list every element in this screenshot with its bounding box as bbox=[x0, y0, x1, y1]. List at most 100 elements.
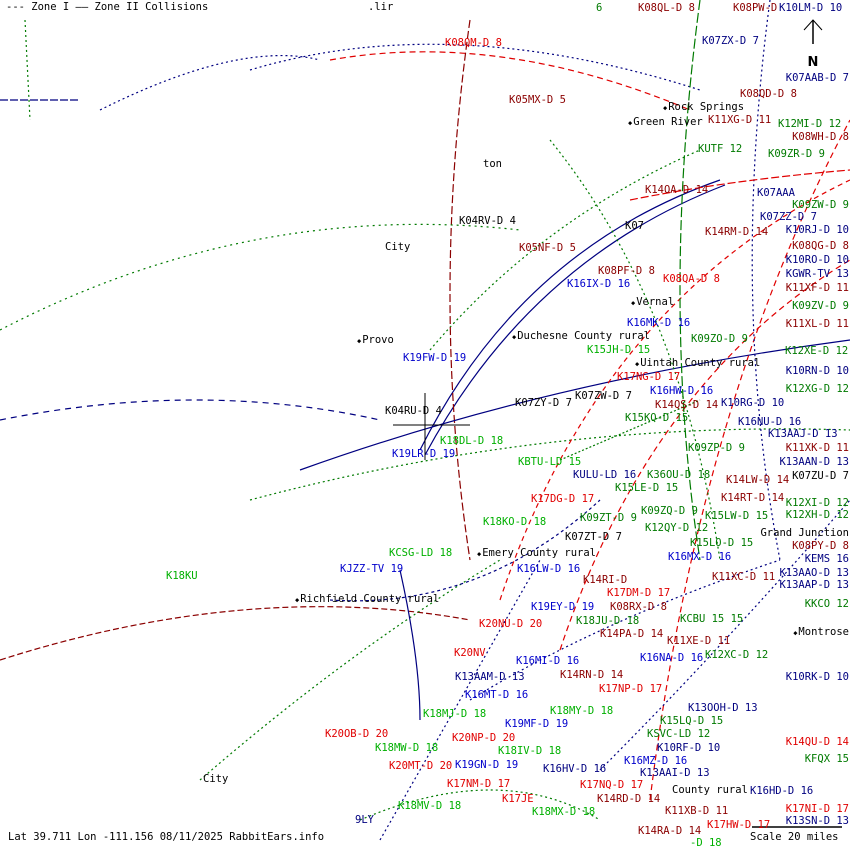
station-label[interactable]: K19MF-D 19 bbox=[505, 718, 569, 730]
station-label[interactable]: K16HV-D 16 bbox=[543, 763, 607, 775]
station-label[interactable]: K14RN-D 14 bbox=[560, 669, 624, 681]
station-label[interactable]: K14RA-D 14 bbox=[638, 825, 702, 837]
station-label[interactable]: K13AAI-D 13 bbox=[640, 767, 710, 779]
station-label[interactable]: K15LQ-D 15 bbox=[660, 715, 724, 727]
station-label[interactable]: K05NF-D 5 bbox=[519, 242, 576, 254]
station-label[interactable]: K36OU-D 18 bbox=[647, 469, 711, 481]
station-label[interactable]: K10LM-D 10 bbox=[779, 2, 843, 14]
station-label[interactable]: K13SN-D 13 bbox=[785, 815, 849, 827]
station-label[interactable]: K08PW-D bbox=[733, 2, 778, 14]
station-label[interactable]: K08WH-D 8 bbox=[792, 131, 849, 143]
station-label[interactable]: K10RF-D 10 bbox=[657, 742, 721, 754]
station-label[interactable]: KULU-LD 16 bbox=[573, 469, 637, 481]
station-label[interactable]: K19LR-D 19 bbox=[392, 448, 456, 460]
station-label[interactable]: KBTU-LD 15 bbox=[518, 456, 582, 468]
station-label[interactable]: K18KU bbox=[166, 570, 198, 582]
station-label[interactable]: K07ZY-D 7 bbox=[515, 397, 572, 409]
station-label[interactable]: K04RU-D 4 bbox=[385, 405, 442, 417]
station-label[interactable]: K17DG-D 17 bbox=[531, 493, 595, 505]
station-label[interactable]: K15LE-D 15 bbox=[615, 482, 679, 494]
station-label[interactable]: K16MK-D 16 bbox=[627, 317, 691, 329]
station-label[interactable]: K19EY-D 19 bbox=[531, 601, 595, 613]
station-label[interactable]: K16NA-D 16 bbox=[640, 652, 704, 664]
station-label[interactable]: K18MY-D 18 bbox=[550, 705, 614, 717]
station-label[interactable]: K16MZ-D 16 bbox=[624, 755, 688, 767]
station-label[interactable]: K16HD-D 16 bbox=[750, 785, 814, 797]
station-label[interactable]: K04RV-D 4 bbox=[459, 215, 516, 227]
station-label[interactable]: K18DL-D 18 bbox=[440, 435, 504, 447]
station-label[interactable]: K08QG-D 8 bbox=[792, 240, 849, 252]
station-label[interactable]: KCBU 15 15 bbox=[680, 613, 744, 625]
station-label[interactable]: K16MX-D 16 bbox=[668, 551, 732, 563]
station-label[interactable]: K14PA-D 14 bbox=[600, 628, 664, 640]
station-label[interactable]: K20OB-D 20 bbox=[325, 728, 389, 740]
station-label[interactable]: K17NM-D 17 bbox=[447, 778, 511, 790]
station-label[interactable]: K17JE bbox=[502, 793, 534, 805]
station-label[interactable]: K17NG-D 17 bbox=[617, 371, 681, 383]
station-label[interactable]: K15JH-D 15 bbox=[587, 344, 651, 356]
station-label[interactable]: K11XL-D 11 bbox=[785, 318, 849, 330]
station-label[interactable]: K09ZP-D 9 bbox=[688, 442, 745, 454]
station-label[interactable]: KKCO 12 bbox=[804, 598, 849, 610]
station-label[interactable]: K09ZQ-D 9 bbox=[641, 505, 698, 517]
station-label[interactable]: K18JU-D 18 bbox=[576, 615, 640, 627]
station-label[interactable]: K08RX-D 8 bbox=[610, 601, 667, 613]
station-label[interactable]: K14OA-D 14 bbox=[645, 184, 709, 196]
station-label[interactable]: K15LW-D 15 bbox=[705, 510, 769, 522]
station-label[interactable]: K18MJ-D 18 bbox=[423, 708, 487, 720]
station-label[interactable]: K10RN-D 10 bbox=[785, 365, 849, 377]
station-label[interactable]: K14RD-D 14 bbox=[597, 793, 661, 805]
station-label[interactable]: K12QY-D 12 bbox=[645, 522, 709, 534]
station-label[interactable]: K16HW-D 16 bbox=[650, 385, 714, 397]
station-label[interactable]: K07ZZ-D 7 bbox=[760, 211, 817, 223]
station-label[interactable]: KEMS 16 bbox=[804, 553, 849, 565]
station-label[interactable]: K15KQ-D 15 bbox=[625, 412, 689, 424]
station-label[interactable]: K10RK-D 10 bbox=[785, 671, 849, 683]
station-label[interactable]: K11XF-D 11 bbox=[785, 282, 849, 294]
station-label[interactable]: K16IX-D 16 bbox=[567, 278, 631, 290]
station-label[interactable]: 6 bbox=[596, 2, 603, 14]
station-label[interactable]: K08QD-D 8 bbox=[740, 88, 797, 100]
station-label[interactable]: K11XC-D 11 bbox=[712, 571, 776, 583]
station-label[interactable]: K14RT-D 14 bbox=[721, 492, 785, 504]
station-label[interactable]: 9LY bbox=[355, 814, 374, 826]
station-label[interactable]: KSVC-LD 12 bbox=[647, 728, 711, 740]
station-label[interactable]: K10RO-D 10 bbox=[785, 254, 849, 266]
station-label[interactable]: K20MT-D 20 bbox=[389, 760, 453, 772]
station-label[interactable]: K13AAJ-D 13 bbox=[768, 428, 838, 440]
station-label[interactable]: K07AAB-D 7 bbox=[785, 72, 849, 84]
station-label[interactable]: K19GN-D 19 bbox=[455, 759, 519, 771]
station-label[interactable]: K11XG-D 11 bbox=[708, 114, 772, 126]
station-label[interactable]: -D 18 bbox=[690, 837, 722, 849]
station-label[interactable]: K13AAP-D 13 bbox=[779, 579, 849, 591]
station-label[interactable]: K09ZW-D 9 bbox=[792, 199, 849, 211]
station-label[interactable]: K11XB-D 11 bbox=[665, 805, 729, 817]
station-label[interactable]: KFQX 15 bbox=[804, 753, 849, 765]
station-label[interactable]: K12XI-D 12 bbox=[785, 497, 849, 509]
station-label[interactable]: K07ZT-D 7 bbox=[565, 531, 622, 543]
station-label[interactable]: K13AAN-D 13 bbox=[779, 456, 849, 468]
station-label[interactable]: K16LW-D 16 bbox=[517, 563, 581, 575]
station-label[interactable]: K18MX-D 18 bbox=[532, 806, 596, 818]
station-label[interactable]: K17NP-D 17 bbox=[599, 683, 663, 695]
station-label[interactable]: KJZZ-TV 19 bbox=[340, 563, 404, 575]
station-label[interactable]: K12MI-D 12 bbox=[778, 118, 842, 130]
station-label[interactable]: K16MT-D 16 bbox=[465, 689, 529, 701]
station-label[interactable]: K07 bbox=[625, 220, 644, 232]
station-label[interactable]: K14RI-D bbox=[583, 574, 628, 586]
station-label[interactable]: K17NI-D 17 bbox=[785, 803, 849, 815]
station-label[interactable]: K09ZR-D 9 bbox=[768, 148, 825, 160]
station-label[interactable]: K12XH-D 12 bbox=[785, 509, 849, 521]
station-label[interactable]: K18IV-D 18 bbox=[498, 745, 562, 757]
station-label[interactable]: K09ZV-D 9 bbox=[792, 300, 849, 312]
station-label[interactable]: K16MI-D 16 bbox=[516, 655, 580, 667]
station-label[interactable]: K08PF-D 8 bbox=[598, 265, 655, 277]
station-label[interactable]: K12XG-D 12 bbox=[785, 383, 849, 395]
station-label[interactable]: K18MV-D 18 bbox=[398, 800, 462, 812]
station-label[interactable]: K18MW-D 18 bbox=[375, 742, 439, 754]
station-label[interactable]: K17HW-D 17 bbox=[707, 819, 771, 831]
station-label[interactable]: K14QS-D 14 bbox=[655, 399, 719, 411]
station-label[interactable]: KGWR-TV 13 bbox=[785, 268, 849, 280]
station-label[interactable]: K10RJ-D 10 bbox=[785, 224, 849, 236]
